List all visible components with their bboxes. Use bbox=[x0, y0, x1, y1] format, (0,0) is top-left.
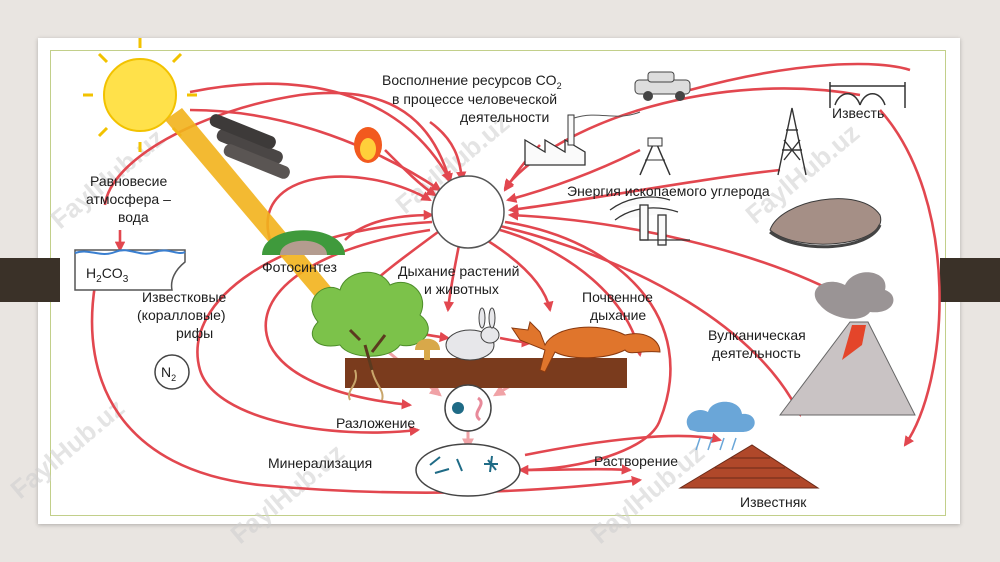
label-respiration-1: Дыхание растений bbox=[398, 263, 519, 279]
label-mineralization: Минерализация bbox=[268, 455, 372, 471]
label-photosynthesis: Фотосинтез bbox=[262, 259, 337, 275]
watermark-text: FaylHub.uz bbox=[5, 392, 131, 504]
label-lime: Известь bbox=[832, 105, 884, 121]
atmosphere-node bbox=[431, 175, 505, 249]
labels: Восполнение ресурсов CO2 в процессе чело… bbox=[86, 72, 884, 510]
fire-icon bbox=[354, 127, 382, 163]
nitrogen-node bbox=[154, 354, 190, 390]
label-co2-human: Восполнение ресурсов CO2 bbox=[382, 72, 562, 91]
soil-layer bbox=[345, 358, 627, 388]
label-co2-human-line2: в процессе человеческой bbox=[392, 91, 557, 107]
decomposition-node bbox=[444, 384, 492, 432]
fossil-logs-icon bbox=[209, 114, 290, 179]
rabbit-icon bbox=[445, 307, 500, 361]
label-reefs-2: (коралловые) bbox=[137, 307, 226, 323]
rain-cloud-icon bbox=[686, 401, 755, 451]
fox-icon bbox=[510, 321, 661, 373]
sun-icon bbox=[83, 38, 197, 152]
carbonic-acid-box bbox=[74, 249, 186, 291]
label-limestone: Известняк bbox=[740, 494, 807, 510]
label-reefs-1: Известковые bbox=[142, 289, 227, 305]
label-soil-2: дыхание bbox=[590, 307, 646, 323]
label-decomposition: Разложение bbox=[336, 415, 415, 431]
photosynthesis-mound-icon bbox=[262, 230, 345, 255]
label-equilibrium-1: Равновесие bbox=[90, 173, 168, 189]
label-respiration-2: и животных bbox=[424, 281, 499, 297]
label-equilibrium-2: атмосфера – bbox=[86, 191, 171, 207]
coal-pile-icon bbox=[769, 198, 882, 249]
mineralization-node bbox=[415, 443, 521, 497]
slide-background bbox=[38, 38, 960, 524]
label-carbonic-acid: H2CO3 bbox=[86, 265, 129, 285]
label-volcanic-1: Вулканическая bbox=[708, 327, 806, 343]
cycle-arrows bbox=[90, 62, 941, 494]
oil-derrick-icon bbox=[777, 107, 807, 176]
volcano-icon bbox=[778, 272, 916, 416]
mushroom-icon bbox=[415, 338, 440, 360]
label-dissolution: Растворение bbox=[594, 453, 678, 469]
limestone-icon bbox=[678, 444, 820, 489]
label-co2-human-line3: деятельности bbox=[460, 109, 549, 125]
factory-icon bbox=[524, 111, 641, 166]
right-tab bbox=[940, 258, 1000, 302]
mine-shaft-icon bbox=[609, 196, 690, 246]
label-volcanic-2: деятельность bbox=[712, 345, 801, 361]
left-tab bbox=[0, 258, 60, 302]
tree-icon bbox=[311, 271, 429, 401]
label-nitrogen: N2 bbox=[161, 364, 176, 383]
car-icon bbox=[634, 71, 691, 101]
label-fossil-energy: Энергия ископаемого углерода bbox=[567, 183, 770, 199]
label-reefs-3: рифы bbox=[176, 325, 213, 341]
label-equilibrium-3: вода bbox=[118, 209, 149, 225]
lime-kiln-icon bbox=[829, 82, 906, 108]
mine-tower-icon bbox=[639, 137, 671, 176]
label-soil-1: Почвенное bbox=[582, 289, 653, 305]
